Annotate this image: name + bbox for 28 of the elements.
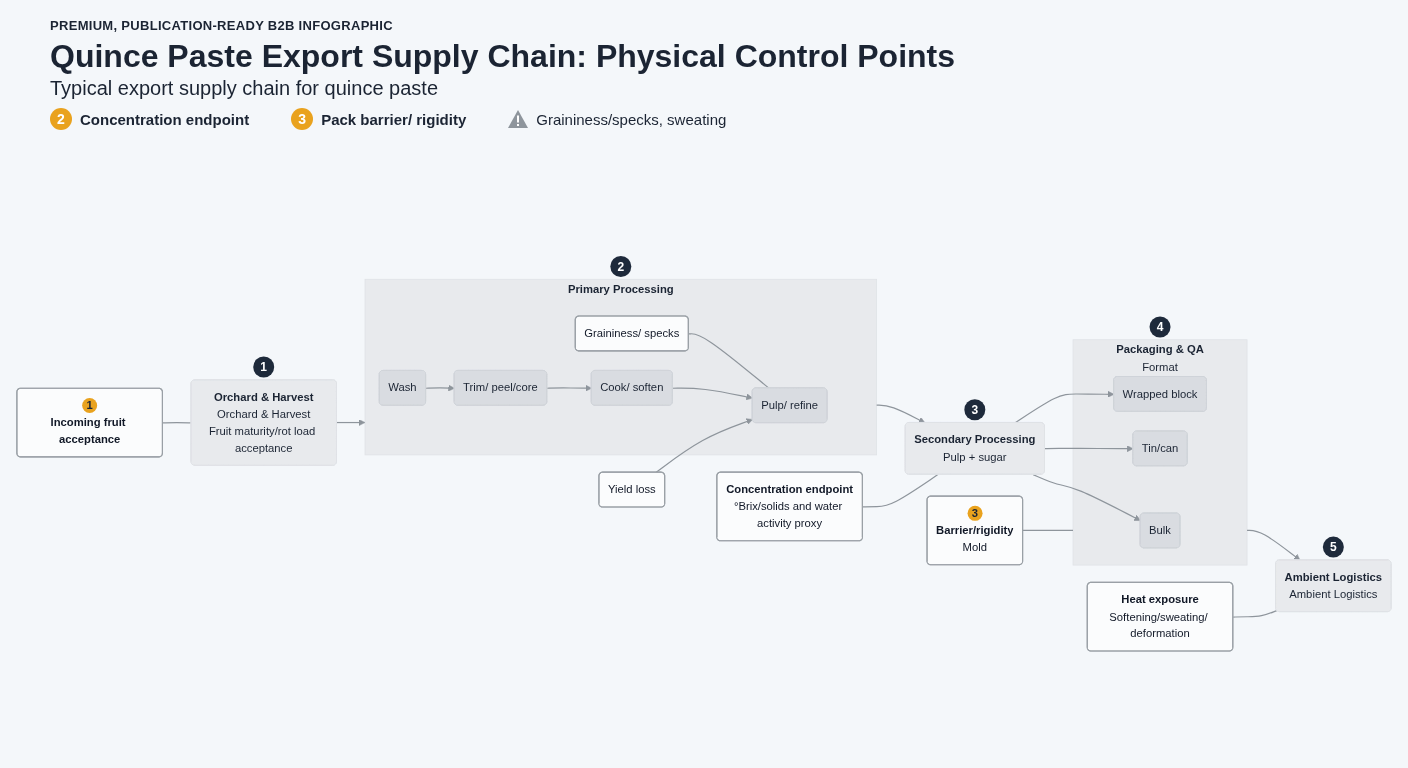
arrow (876, 404, 926, 424)
subtitle: Typical export supply chain for quince paste (50, 77, 438, 100)
arrow (425, 384, 455, 392)
arrow (335, 419, 366, 426)
arrow (1014, 390, 1115, 424)
eyebrow-text: PREMIUM, PUBLICATION-READY B2B INFOGRAPHIC (50, 18, 393, 33)
control-point-label: Pack barrier/ rigidity (321, 110, 467, 128)
arrow (672, 387, 753, 401)
connector (688, 333, 770, 389)
connector (1232, 609, 1278, 618)
step-number-badge: 3 (964, 399, 986, 421)
title: Quince Paste Export Supply Chain: Physical Control Points (50, 38, 956, 75)
step-number-badge: 4 (1149, 316, 1171, 338)
arrow (1246, 529, 1301, 561)
arrow (1032, 474, 1141, 521)
connector (862, 474, 939, 508)
arrow (655, 418, 753, 474)
note-text: Graininess/specks, sweating (536, 110, 727, 128)
connector (1022, 529, 1074, 531)
step-number-badge: 5 (1322, 536, 1344, 558)
number-badge: 3 (291, 108, 314, 130)
arrow (546, 384, 592, 392)
control-point-label: Concentration endpoint (80, 110, 250, 128)
arrow (1044, 445, 1134, 452)
connector (162, 422, 192, 424)
step-number-badge: 1 (253, 356, 275, 378)
step-number-badge: 2 (610, 256, 632, 277)
number-badge: 2 (50, 108, 72, 130)
